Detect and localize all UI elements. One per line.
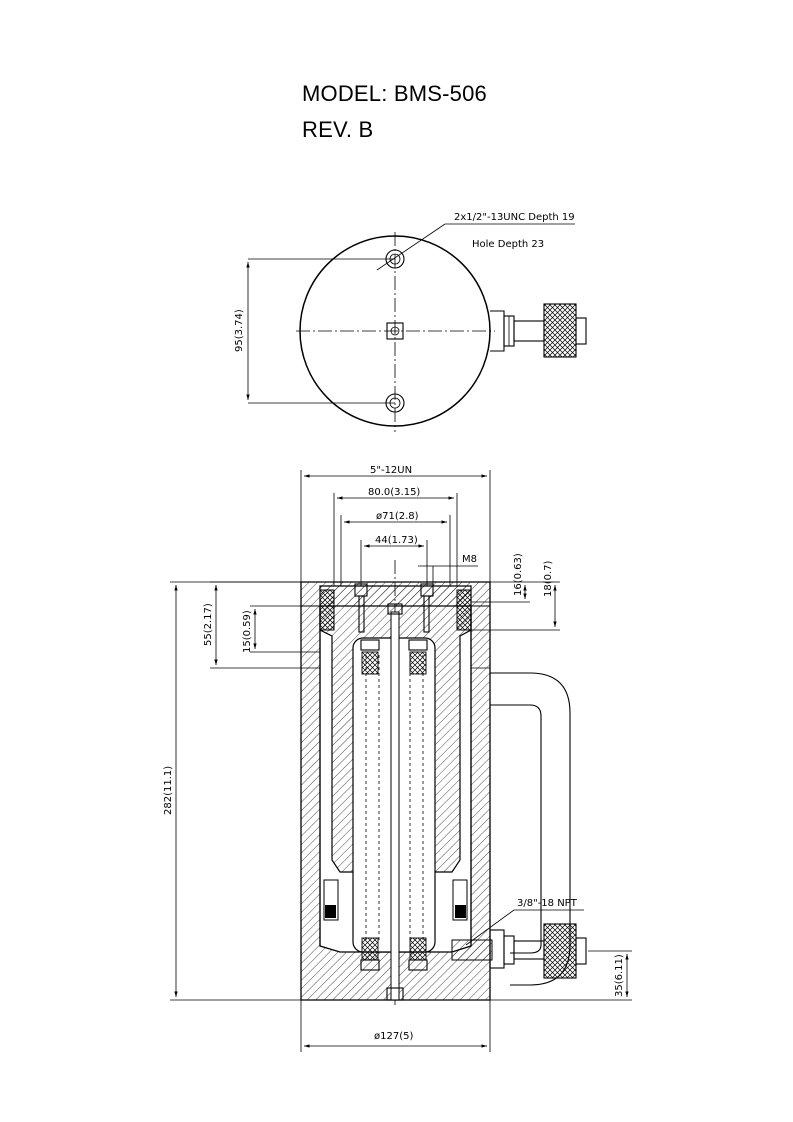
hole-callout-line2: Hole Depth 23 xyxy=(472,239,544,250)
thread-m8: M8 xyxy=(462,554,477,565)
dim-inner-dia: ø71(2.8) xyxy=(376,511,419,522)
coupler-top-view xyxy=(490,303,587,358)
dim-width: 80.0(3.15) xyxy=(368,487,420,498)
port-callout: 3/8"-18 NPT xyxy=(517,898,578,909)
seals xyxy=(319,589,472,921)
dim-thread: 5"-12UN xyxy=(370,465,412,476)
revision-label: REV. B xyxy=(302,117,374,142)
top-view: 2x1/2"-13UNC Depth 19 Hole Depth 23 95(3… xyxy=(234,212,587,432)
section-view: 5"-12UN 80.0(3.15) ø71(2.8) 44(1.73) M8 … xyxy=(163,465,632,1052)
dim-55: 55(2.17) xyxy=(203,603,214,646)
dim-15: 15(0.59) xyxy=(242,610,253,653)
dim-95: 95(3.74) xyxy=(234,309,245,352)
dim-18: 18(0.7) xyxy=(543,560,554,597)
hole-callout-line1: 2x1/2"-13UNC Depth 19 xyxy=(454,212,575,223)
dim-16: 16(0.63) xyxy=(513,553,524,596)
return-tube xyxy=(490,672,571,986)
plunger-section xyxy=(319,560,472,1005)
center-plug xyxy=(386,322,404,340)
dim-port-height: 35(6.11) xyxy=(614,954,625,997)
hole-leader xyxy=(376,223,446,271)
port-coupler xyxy=(451,923,587,979)
dim-bolt-spacing: 44(1.73) xyxy=(375,535,418,546)
model-title: MODEL: BMS-506 xyxy=(302,81,487,106)
dim-height: 282(11.1) xyxy=(163,766,174,815)
dim-outer-dia: ø127(5) xyxy=(374,1031,413,1042)
